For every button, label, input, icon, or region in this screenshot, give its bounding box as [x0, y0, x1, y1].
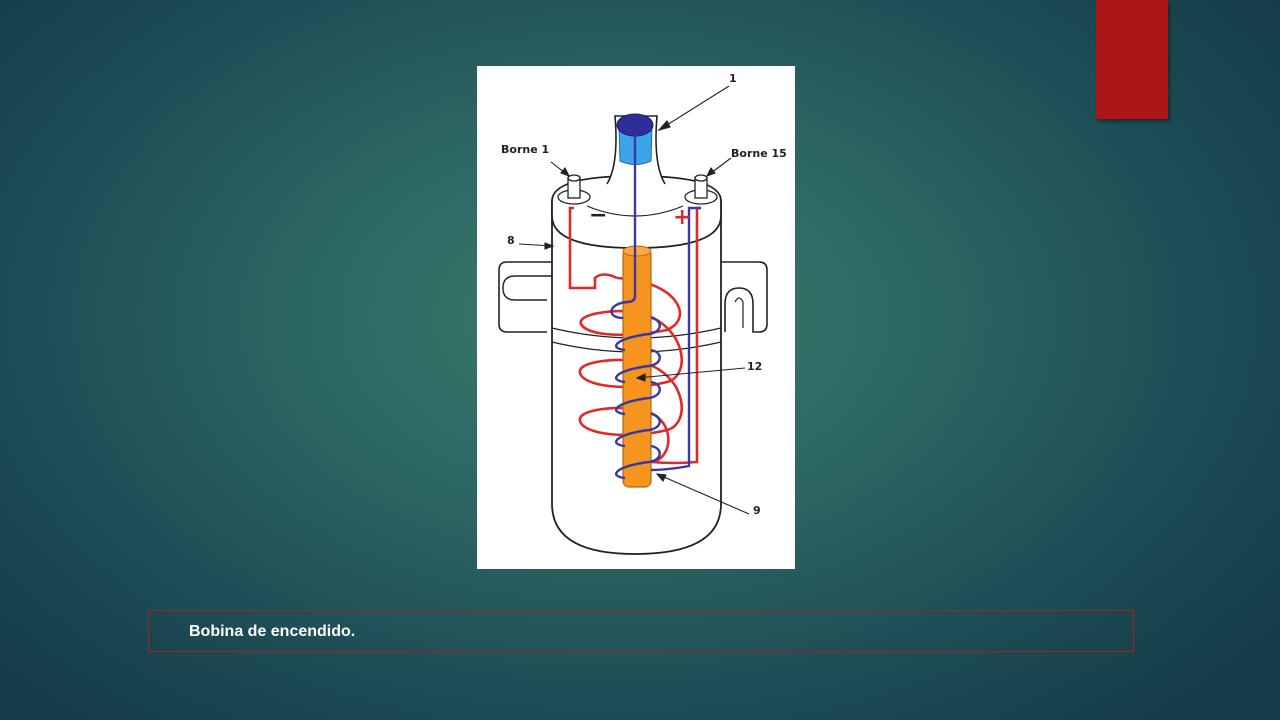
primary-winding — [578, 276, 683, 464]
caption-box: Bobina de encendido. — [148, 610, 1134, 652]
iron-core-top — [622, 245, 652, 257]
caption-text: Bobina de encendido. — [189, 623, 356, 640]
callout-lines — [518, 85, 750, 515]
label-8: 8 — [507, 234, 515, 247]
right-mounting-bracket — [721, 261, 768, 333]
ignition-coil-diagram: − + 1 Borne 1 Borne 15 8 1 — [477, 66, 795, 569]
plus-sign: + — [673, 205, 691, 230]
label-9: 9 — [753, 504, 761, 517]
secondary-lead-plus — [650, 206, 701, 472]
label-12: 12 — [747, 360, 762, 373]
left-bracket-slot — [502, 275, 552, 301]
label-borne-1: Borne 1 — [501, 143, 549, 156]
terminal-borne-15 — [684, 174, 718, 205]
label-1: 1 — [729, 72, 737, 85]
secondary-lead-hv — [626, 134, 637, 304]
primary-lead-plus — [651, 206, 701, 465]
hv-terminal-top — [616, 113, 654, 137]
terminal-borne-1 — [557, 174, 591, 205]
ignition-coil-svg: − + 1 Borne 1 Borne 15 8 1 — [498, 72, 787, 555]
label-borne-15: Borne 15 — [731, 147, 787, 160]
primary-lead-minus — [568, 206, 618, 290]
left-mounting-bracket — [498, 261, 552, 333]
coil-top-ring — [551, 175, 722, 249]
corner-accent-tab — [1096, 0, 1168, 119]
right-bracket-slot — [734, 297, 744, 328]
minus-sign: − — [589, 203, 607, 228]
secondary-winding — [610, 300, 661, 480]
